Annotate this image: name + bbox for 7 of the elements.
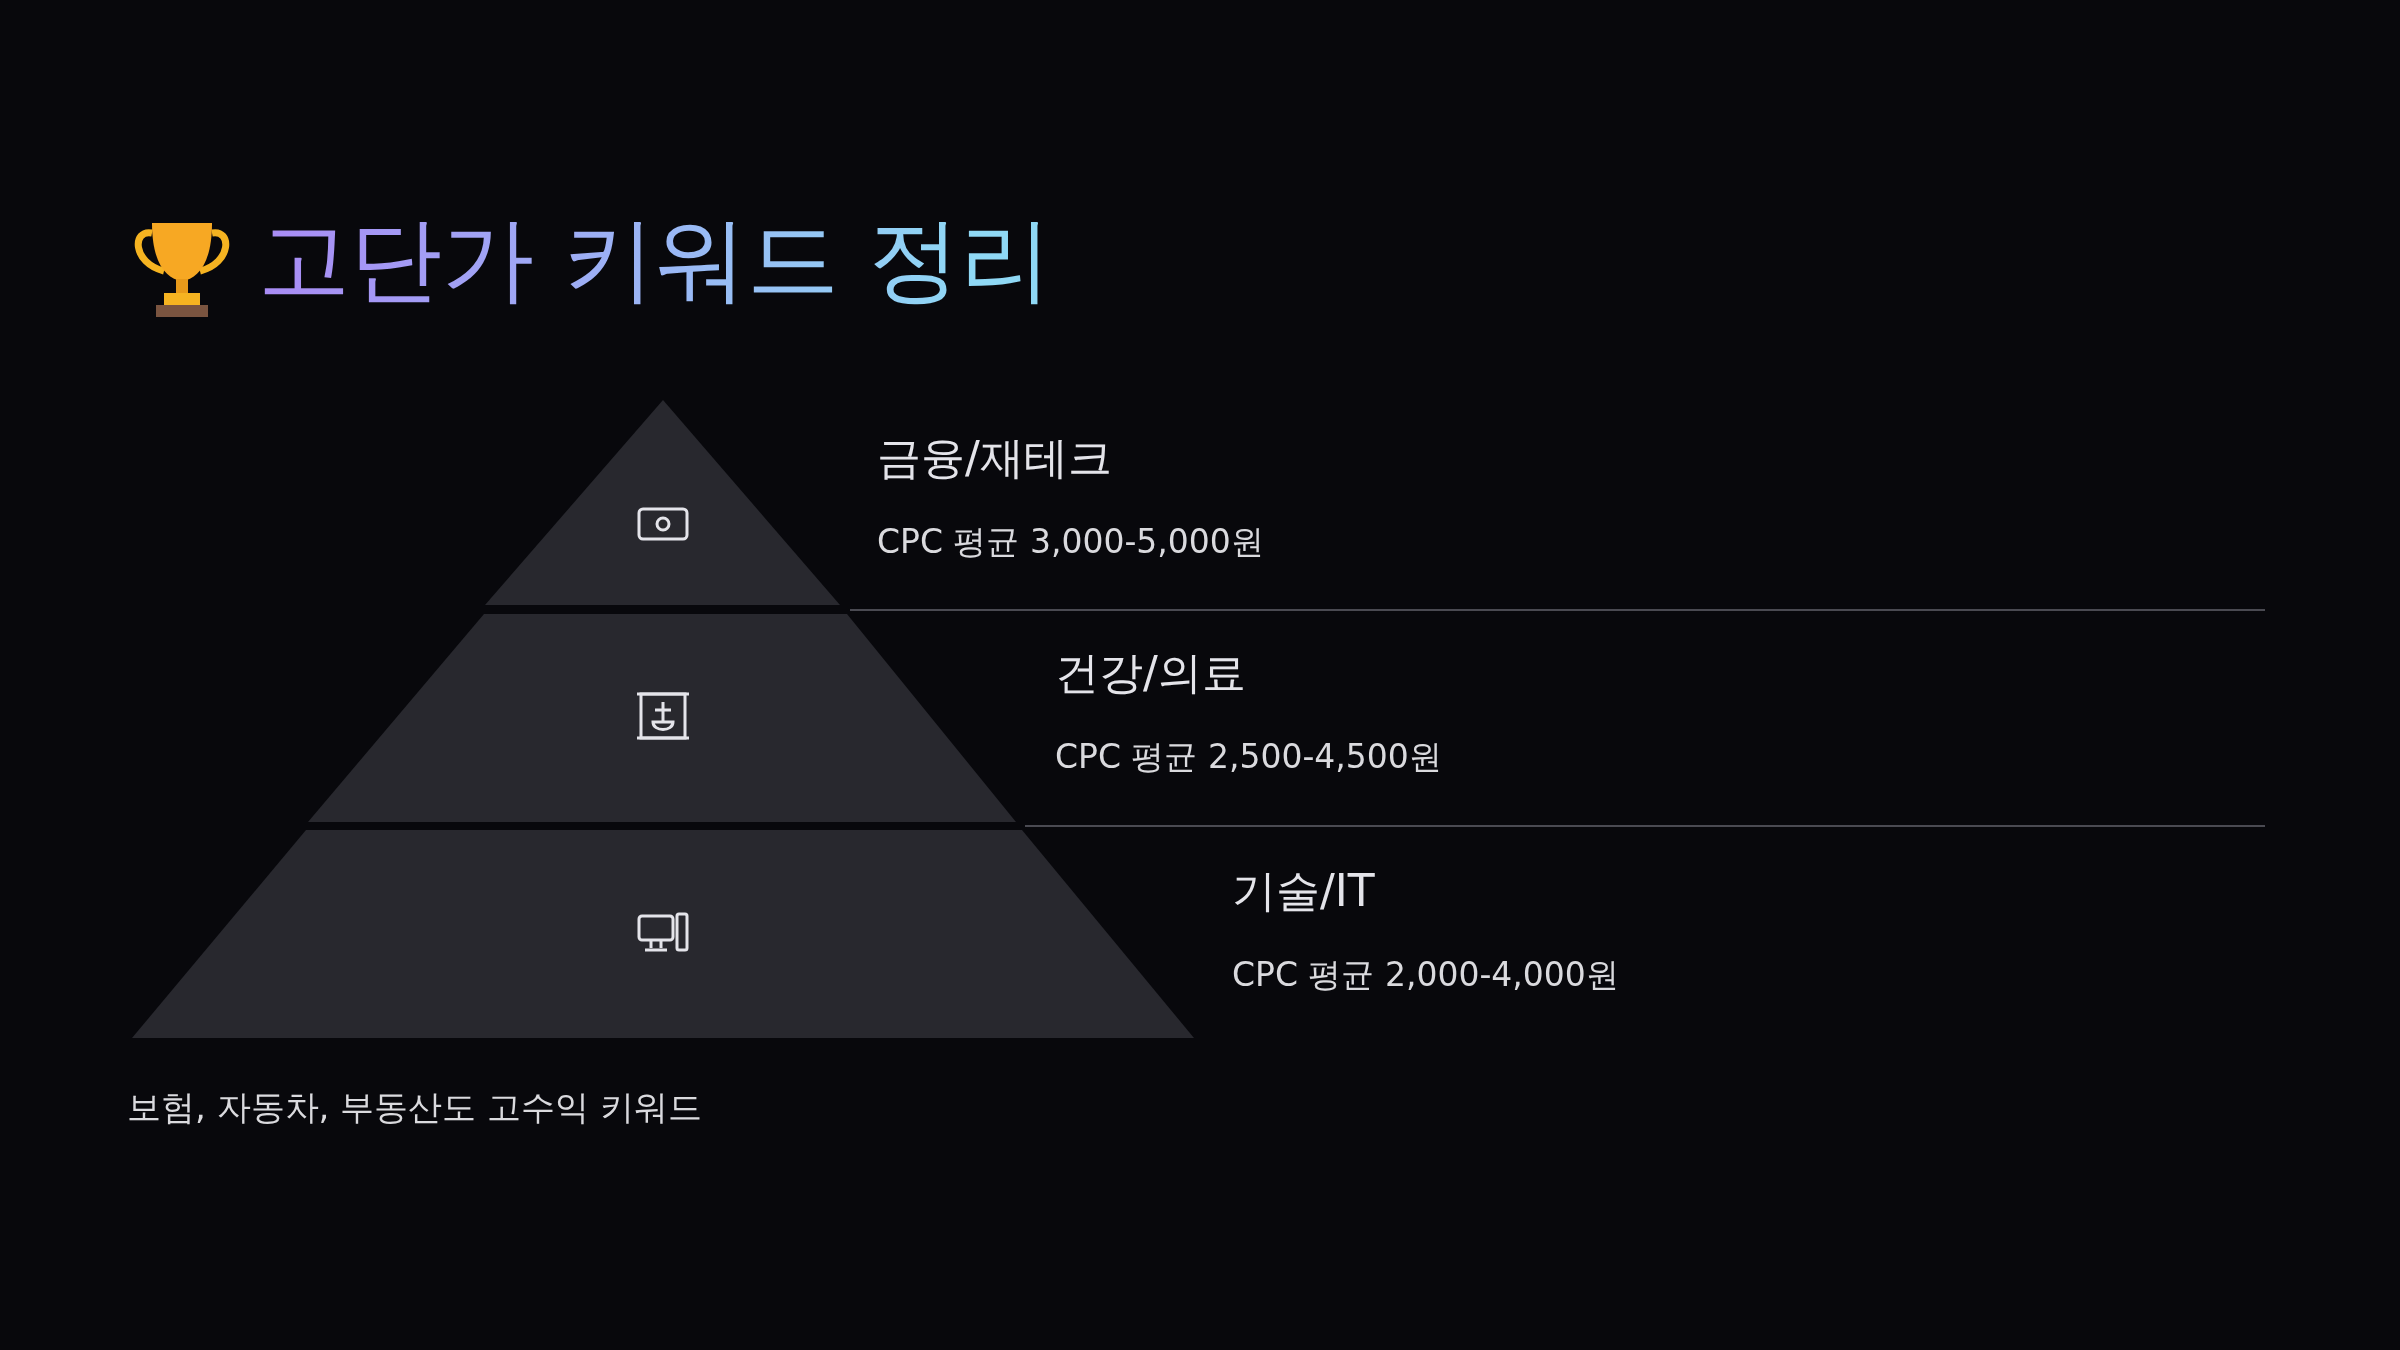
cpc-range-text: CPC 평균 2,000-4,000원 <box>1232 954 1619 996</box>
tier-heading: 금융/재테크 <box>877 431 1112 485</box>
cpc-range-text: CPC 평균 2,500-4,500원 <box>1055 736 1442 778</box>
cpc-range-text: CPC 평균 3,000-5,000원 <box>877 521 1264 563</box>
tier-heading: 기술/IT <box>1232 864 1375 918</box>
footnote-text: 보험, 자동차, 부동산도 고수익 키워드 <box>127 1086 702 1129</box>
tier-heading: 건강/의료 <box>1055 646 1246 700</box>
